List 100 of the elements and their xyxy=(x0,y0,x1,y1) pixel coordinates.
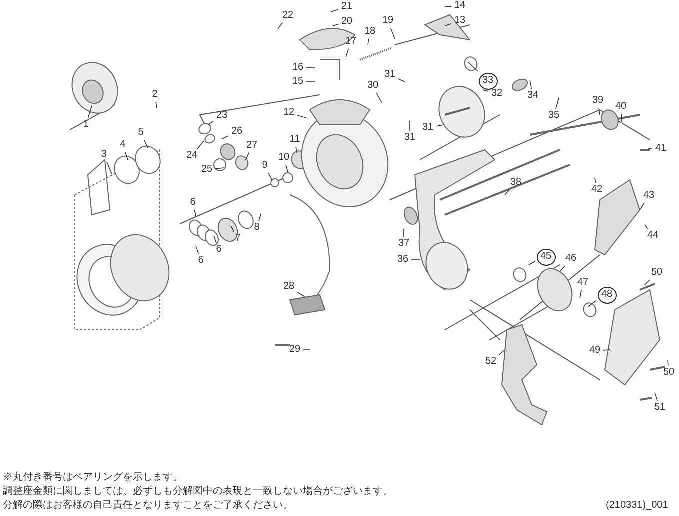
callout-number: 50 xyxy=(650,267,664,279)
callout-number: 30 xyxy=(366,80,380,92)
leader-line xyxy=(286,164,288,172)
callout-number: 14 xyxy=(452,0,468,12)
leader-line xyxy=(194,210,196,216)
callout-number: 42 xyxy=(590,184,604,196)
leader-line xyxy=(530,80,532,90)
callout-number: 5 xyxy=(134,127,148,139)
leader-line xyxy=(482,90,489,92)
leader-line xyxy=(88,106,92,118)
leader-line xyxy=(106,162,112,174)
callout-number: 34 xyxy=(526,90,540,102)
leader-line xyxy=(196,246,200,254)
leader-line xyxy=(398,78,406,82)
callout-number: 11 xyxy=(288,134,302,146)
callout-number: 43 xyxy=(642,190,656,202)
callout-number: 7 xyxy=(230,233,246,245)
callout-number: 4 xyxy=(116,139,130,151)
footnote: ※丸付き番号はベアリングを示します。 xyxy=(3,472,183,484)
callout-number: 31 xyxy=(402,132,418,144)
leader-line xyxy=(296,146,298,154)
leader-line xyxy=(444,6,452,8)
leader-line xyxy=(297,292,306,298)
callout-number: 39 xyxy=(590,95,606,107)
leader-line xyxy=(258,214,262,222)
leader-line xyxy=(297,115,306,118)
callout-number: 37 xyxy=(396,238,412,250)
callout-number: 31 xyxy=(420,122,436,134)
callout-number: 12 xyxy=(282,107,296,119)
leader-line xyxy=(588,300,597,308)
callout-number: 45 xyxy=(536,248,556,266)
leader-line xyxy=(208,121,214,126)
callout-number: 27 xyxy=(244,140,260,152)
leader-line xyxy=(654,392,658,402)
leader-line xyxy=(368,38,370,46)
callout-number: 2 xyxy=(148,89,162,101)
leader-line xyxy=(640,202,645,210)
callout-number: 17 xyxy=(344,36,358,48)
callout-number: 44 xyxy=(646,230,660,242)
leader-line xyxy=(528,260,536,266)
leader-line xyxy=(468,62,478,72)
leader-line xyxy=(268,172,272,180)
callout-number: 29 xyxy=(288,344,302,356)
leader-line xyxy=(504,190,510,196)
leader-line xyxy=(144,140,148,148)
callout-number: 48 xyxy=(598,286,616,304)
leader-line xyxy=(580,290,582,298)
leader-line xyxy=(556,98,560,110)
callout-number: 23 xyxy=(214,110,230,122)
leader-line xyxy=(330,9,339,12)
leader-line xyxy=(346,48,350,58)
callout-number: 26 xyxy=(230,126,244,138)
callout-number: 52 xyxy=(484,356,498,368)
document-code: (210331)_001 xyxy=(606,500,668,512)
leader-line xyxy=(214,236,217,244)
callout-number: 8 xyxy=(250,222,264,234)
callout-number: 9 xyxy=(258,160,272,172)
callout-number: 38 xyxy=(508,177,524,189)
callout-number: 3 xyxy=(96,149,112,161)
footnote: 分解の際はお客様の自己責任となりますことをご了承ください。 xyxy=(3,500,293,512)
callout-number: 36 xyxy=(396,254,410,266)
callout-number: 33 xyxy=(478,72,498,90)
leader-line xyxy=(222,136,229,140)
leader-line xyxy=(390,28,396,40)
leader-line xyxy=(124,152,128,160)
callout-number: 47 xyxy=(576,277,590,289)
leader-line xyxy=(436,124,444,127)
callout-number: 22 xyxy=(280,10,296,22)
leader-line xyxy=(230,226,235,232)
leader-line xyxy=(332,24,339,26)
leader-line xyxy=(621,114,622,122)
leader-line xyxy=(648,148,653,150)
callout-number: 50 xyxy=(662,367,676,379)
callout-number: 24 xyxy=(184,150,200,162)
callout-number: 25 xyxy=(200,164,214,176)
callout-number: 41 xyxy=(654,143,668,155)
leader-line xyxy=(644,280,650,286)
callout-number: 40 xyxy=(614,101,628,113)
leader-line xyxy=(376,92,382,104)
leader-line xyxy=(444,23,452,26)
callout-number: 49 xyxy=(588,345,602,357)
callout-number: 6 xyxy=(194,255,208,267)
callout-number: 10 xyxy=(276,152,292,164)
leader-line xyxy=(246,152,250,160)
leader-line xyxy=(278,22,284,30)
callout-number: 16 xyxy=(290,62,306,74)
leader-line xyxy=(668,360,669,366)
callout-number: 35 xyxy=(546,110,562,122)
callout-number: 6 xyxy=(186,197,200,209)
callout-number: 28 xyxy=(282,281,296,293)
leader-line xyxy=(598,108,600,116)
callout-number: 6 xyxy=(212,244,226,256)
footnote: 調整座金類に関しましては、必ずしも分解図中の表現と一致しない場合がございます。 xyxy=(3,486,393,498)
leader-line xyxy=(498,350,506,356)
callout-number: 18 xyxy=(362,26,378,38)
callout-number: 21 xyxy=(340,1,354,13)
callout-number: 15 xyxy=(290,76,306,88)
callout-number: 32 xyxy=(490,88,504,100)
callout-number: 13 xyxy=(452,15,468,27)
leader-line xyxy=(560,266,566,272)
